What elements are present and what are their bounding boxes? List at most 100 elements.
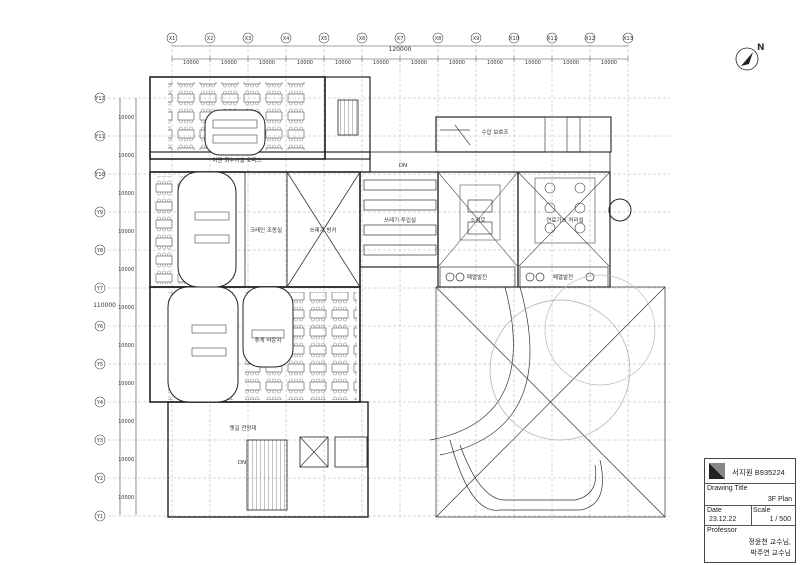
grid-bubble-y2: [94, 472, 106, 484]
grid-label-x6: X6: [359, 36, 366, 42]
label-office: 차원 회수시설 오피스: [212, 156, 261, 164]
span-label: 10000: [221, 60, 237, 66]
span-label: 10000: [373, 60, 389, 66]
grid-label-y12: Y12: [94, 96, 104, 102]
grid-bubble-x11: [546, 32, 558, 44]
grid-label-x5: X5: [321, 36, 328, 42]
span-label: 10000: [297, 60, 313, 66]
label-incinerator: 소각로: [470, 217, 485, 224]
grid-label-y5: Y5: [96, 362, 103, 368]
grid-bubble-x7: [394, 32, 406, 44]
grid-bubble-x6: [356, 32, 368, 44]
label-observation: 옛길 전망대: [229, 424, 256, 432]
grid-label-x7: X7: [397, 36, 404, 42]
grid-bubble-y11: [94, 130, 106, 142]
label-waste-hopper: 쓰레기 투입실: [384, 216, 416, 224]
label-boiler: 연료가스 처리설: [546, 216, 583, 224]
span-label: 10000: [118, 381, 134, 387]
span-label: 10000: [118, 115, 134, 121]
north-label: N: [757, 43, 765, 53]
grid-label-y10: Y10: [94, 172, 104, 178]
span-label: 10000: [118, 457, 134, 463]
grid-bubble-y10: [94, 168, 106, 180]
drawing-title-label: Drawing Title: [707, 485, 748, 492]
logo-icon: [709, 463, 725, 479]
span-label: 10000: [118, 495, 134, 501]
left-span-labels: 10000 10000 10000 10000 10000 10000 10000 10000…: [118, 115, 134, 501]
grid-bubble-y3: [94, 434, 106, 446]
span-label: 10000: [259, 60, 275, 66]
span-label: 10000: [563, 60, 579, 66]
label-lounge: 휴게 라운지: [254, 336, 281, 344]
span-label: 10000: [601, 60, 617, 66]
label-waste-heat-1: 폐열발전: [467, 273, 487, 281]
grid-bubble-x2: [204, 32, 216, 44]
grid-label-x8: X8: [435, 36, 442, 42]
professor-2: 박주연 교수님: [750, 550, 791, 557]
north-arrow: N: [735, 43, 765, 71]
date-label: Date: [707, 507, 722, 514]
span-label: 10000: [525, 60, 541, 66]
top-span-labels: 10000 10000 10000 10000 10000 10000 10000 10000…: [183, 60, 617, 66]
grid-bubble-x12: [584, 32, 596, 44]
grid-lines: [108, 44, 670, 520]
grid-label-x11: X11: [547, 36, 557, 42]
grid-label-x4: X4: [283, 36, 290, 42]
label-waste-heat-2: 폐열발전: [553, 273, 573, 281]
grid-bubble-x13: [622, 32, 634, 44]
grid-bubble-y4: [94, 396, 106, 408]
span-label: 10000: [411, 60, 427, 66]
span-label: 10000: [487, 60, 503, 66]
date-value: 23.12.22: [709, 516, 737, 523]
grid-bubble-y5: [94, 358, 106, 370]
grid-bubble-x8: [432, 32, 444, 44]
grid-label-y9: Y9: [96, 210, 103, 216]
span-label: 10000: [118, 419, 134, 425]
chimney: [608, 198, 632, 222]
grid-label-x9: X9: [473, 36, 480, 42]
grid-bubble-x1: [166, 32, 178, 44]
span-label: 10000: [118, 267, 134, 273]
grid-bubble-y6: [94, 320, 106, 332]
span-label: 10000: [118, 191, 134, 197]
label-waste-bunker: 쓰레기 벙커: [309, 226, 336, 234]
grid-label-y11: Y11: [94, 134, 104, 140]
grid-label-x13: X13: [623, 36, 633, 42]
grid-label-y8: Y8: [96, 248, 103, 254]
professor-1: 정윤천 교수님,: [748, 539, 791, 546]
total-width-label: 120000: [389, 46, 412, 53]
grid-bubble-x3: [242, 32, 254, 44]
span-label: 10000: [118, 305, 134, 311]
scale-label: Scale: [753, 507, 771, 514]
span-label: 10000: [183, 60, 199, 66]
grid-bubble-x4: [280, 32, 292, 44]
span-label: 10000: [449, 60, 465, 66]
grid-bubble-x5: [318, 32, 330, 44]
label-water-tank: 수압 보호조: [481, 128, 508, 136]
grid-bubble-x9: [470, 32, 482, 44]
grid-bubble-y9: [94, 206, 106, 218]
grid-label-x10: X10: [509, 36, 519, 42]
span-label: 10000: [335, 60, 351, 66]
grid-label-y1: Y1: [96, 514, 103, 520]
student-name: 서지원 B935224: [732, 468, 785, 477]
span-label: 10000: [118, 153, 134, 159]
grid-label-x12: X12: [585, 36, 595, 42]
grid-bubble-y7: [94, 282, 106, 294]
scale-value: 1 / 500: [769, 516, 791, 523]
grid-bubble-x10: [508, 32, 520, 44]
grid-label-y3: Y3: [96, 438, 103, 444]
total-height-label: 110000: [93, 302, 116, 309]
label-dn-1: DN: [399, 163, 407, 169]
grid-label-y4: Y4: [96, 400, 103, 406]
grid-label-x2: X2: [207, 36, 214, 42]
grid-label-y2: Y2: [96, 476, 103, 482]
grid-bubble-y1: [94, 510, 106, 522]
span-label: 10000: [118, 343, 134, 349]
span-label: 10000: [118, 229, 134, 235]
title-block: 서지원 B935224 Drawing Title 3F Plan Date 2…: [704, 458, 796, 563]
label-dn-2: DN: [238, 460, 246, 466]
grid-label-x3: X3: [245, 36, 252, 42]
